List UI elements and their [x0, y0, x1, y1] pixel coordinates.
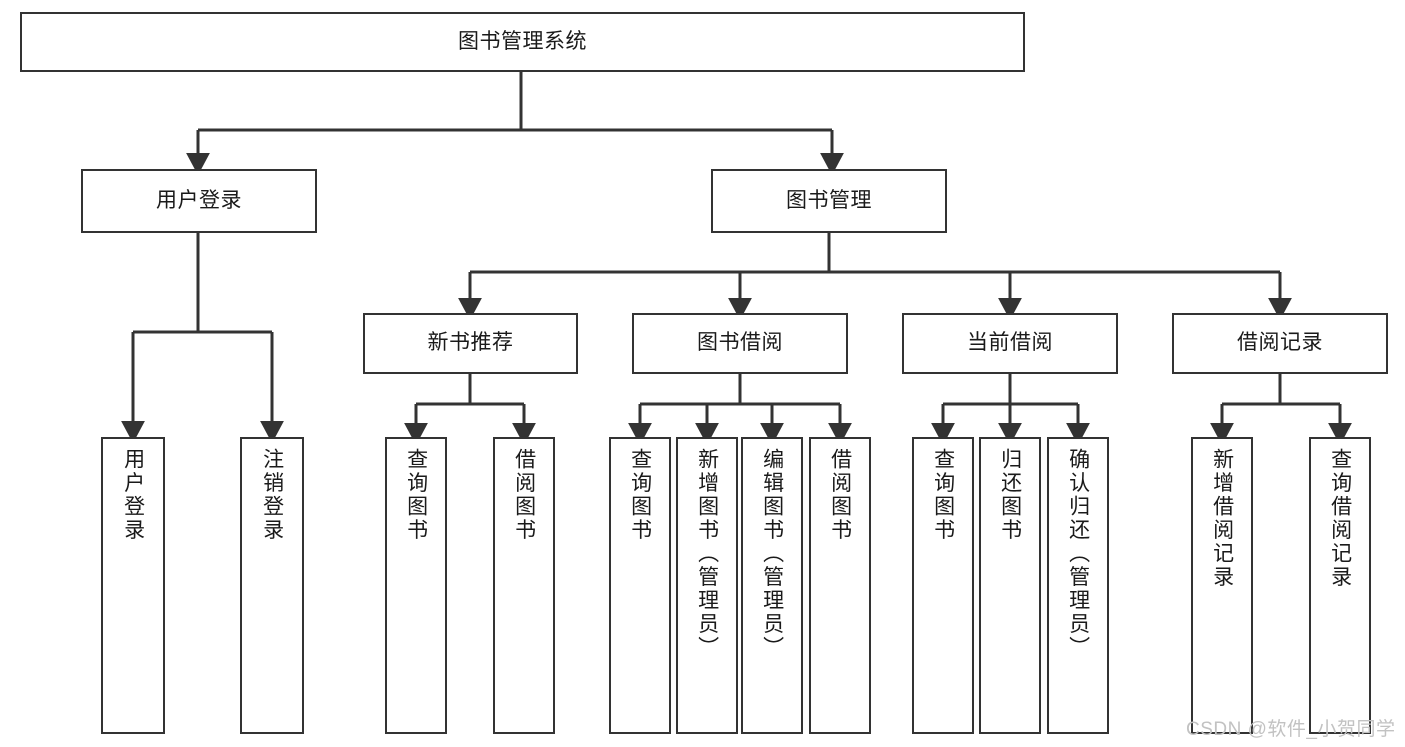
node-leaf-borrow-book-2[interactable]: 借阅图书	[809, 437, 871, 734]
node-book-borrow-label: 图书借阅	[697, 331, 783, 355]
node-leaf-edit-book[interactable]: 编辑图书（管理员）	[741, 437, 803, 734]
node-leaf-confirm-return-label: 确认归还（管理员）	[1066, 448, 1090, 660]
node-book-manage[interactable]: 图书管理	[711, 169, 947, 233]
node-leaf-query-record-label: 查询借阅记录	[1328, 448, 1352, 589]
node-leaf-query-book-3-label: 查询图书	[931, 448, 955, 542]
node-leaf-user-login[interactable]: 用户登录	[101, 437, 165, 734]
node-leaf-borrow-book-2-label: 借阅图书	[828, 448, 852, 542]
node-leaf-confirm-return[interactable]: 确认归还（管理员）	[1047, 437, 1109, 734]
node-leaf-query-book-3[interactable]: 查询图书	[912, 437, 974, 734]
node-new-book-rec[interactable]: 新书推荐	[363, 313, 578, 374]
node-leaf-edit-book-label: 编辑图书（管理员）	[760, 448, 784, 660]
node-book-borrow[interactable]: 图书借阅	[632, 313, 848, 374]
node-leaf-query-book-2-label: 查询图书	[628, 448, 652, 542]
node-leaf-add-book[interactable]: 新增图书（管理员）	[676, 437, 738, 734]
node-leaf-query-record[interactable]: 查询借阅记录	[1309, 437, 1371, 734]
node-root-label: 图书管理系统	[458, 29, 587, 53]
node-leaf-user-login-label: 用户登录	[121, 448, 145, 542]
node-user-login[interactable]: 用户登录	[81, 169, 317, 233]
node-new-book-rec-label: 新书推荐	[427, 331, 514, 355]
node-leaf-borrow-book-1[interactable]: 借阅图书	[493, 437, 555, 734]
node-leaf-add-book-label: 新增图书（管理员）	[695, 448, 719, 660]
node-leaf-add-record[interactable]: 新增借阅记录	[1191, 437, 1253, 734]
node-leaf-add-record-label: 新增借阅记录	[1210, 448, 1234, 589]
watermark-text: CSDN @软件_小贺同学	[1186, 719, 1396, 740]
node-leaf-query-book-2[interactable]: 查询图书	[609, 437, 671, 734]
node-current-borrow-label: 当前借阅	[967, 331, 1053, 355]
node-root[interactable]: 图书管理系统	[20, 12, 1025, 72]
node-book-manage-label: 图书管理	[786, 188, 872, 212]
node-borrow-record-label: 借阅记录	[1237, 331, 1323, 355]
node-user-login-label: 用户登录	[156, 188, 242, 212]
node-leaf-query-book-1[interactable]: 查询图书	[385, 437, 447, 734]
node-borrow-record[interactable]: 借阅记录	[1172, 313, 1388, 374]
node-leaf-borrow-book-1-label: 借阅图书	[512, 448, 536, 542]
node-leaf-logout-label: 注销登录	[260, 448, 284, 542]
node-leaf-return-book[interactable]: 归还图书	[979, 437, 1041, 734]
node-leaf-logout[interactable]: 注销登录	[240, 437, 304, 734]
node-leaf-query-book-1-label: 查询图书	[404, 448, 428, 542]
node-current-borrow[interactable]: 当前借阅	[902, 313, 1118, 374]
node-leaf-return-book-label: 归还图书	[998, 448, 1022, 542]
